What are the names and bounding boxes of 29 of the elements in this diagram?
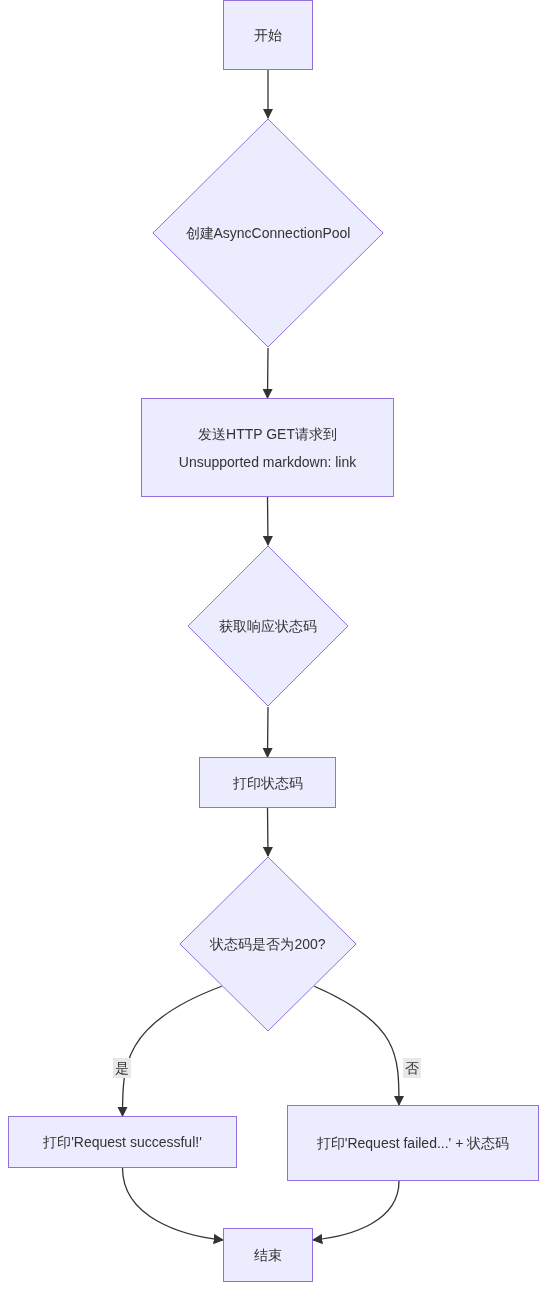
- edge-label: 否: [403, 1058, 421, 1078]
- edge-label: 是: [113, 1058, 131, 1078]
- node-label: 发送HTTP GET请求到 Unsupported markdown: link: [177, 424, 358, 472]
- arrow: [262, 496, 274, 547]
- node-label: 获取响应状态码: [219, 617, 317, 636]
- decision-diamond: [187, 545, 349, 707]
- process-box: [223, 0, 313, 70]
- node-label: 开始: [254, 26, 282, 45]
- process-box: [8, 1116, 237, 1168]
- process-box: [223, 1228, 313, 1282]
- arrow: [262, 706, 273, 759]
- node-label: 打印'Request failed...' + 状态码: [316, 1134, 510, 1153]
- process-box: [287, 1105, 539, 1181]
- decision-diamond: [179, 856, 357, 1032]
- arrow: [121, 1167, 225, 1244]
- process-box: [199, 757, 336, 808]
- arrow: [311, 1180, 400, 1244]
- node-label: 状态码是否为200?: [210, 935, 326, 954]
- arrow: [313, 985, 405, 1107]
- arrow: [117, 985, 223, 1118]
- process-box: [141, 398, 394, 497]
- node-label: 打印'Request successful!': [43, 1133, 202, 1152]
- node-label: 结束: [254, 1246, 282, 1265]
- node-label: 打印状态码: [232, 773, 303, 793]
- arrow: [262, 347, 273, 400]
- decision-diamond: [152, 118, 384, 348]
- node-label: 创建AsyncConnectionPool: [185, 224, 351, 243]
- arrow: [262, 807, 274, 858]
- arrow: [262, 69, 274, 120]
